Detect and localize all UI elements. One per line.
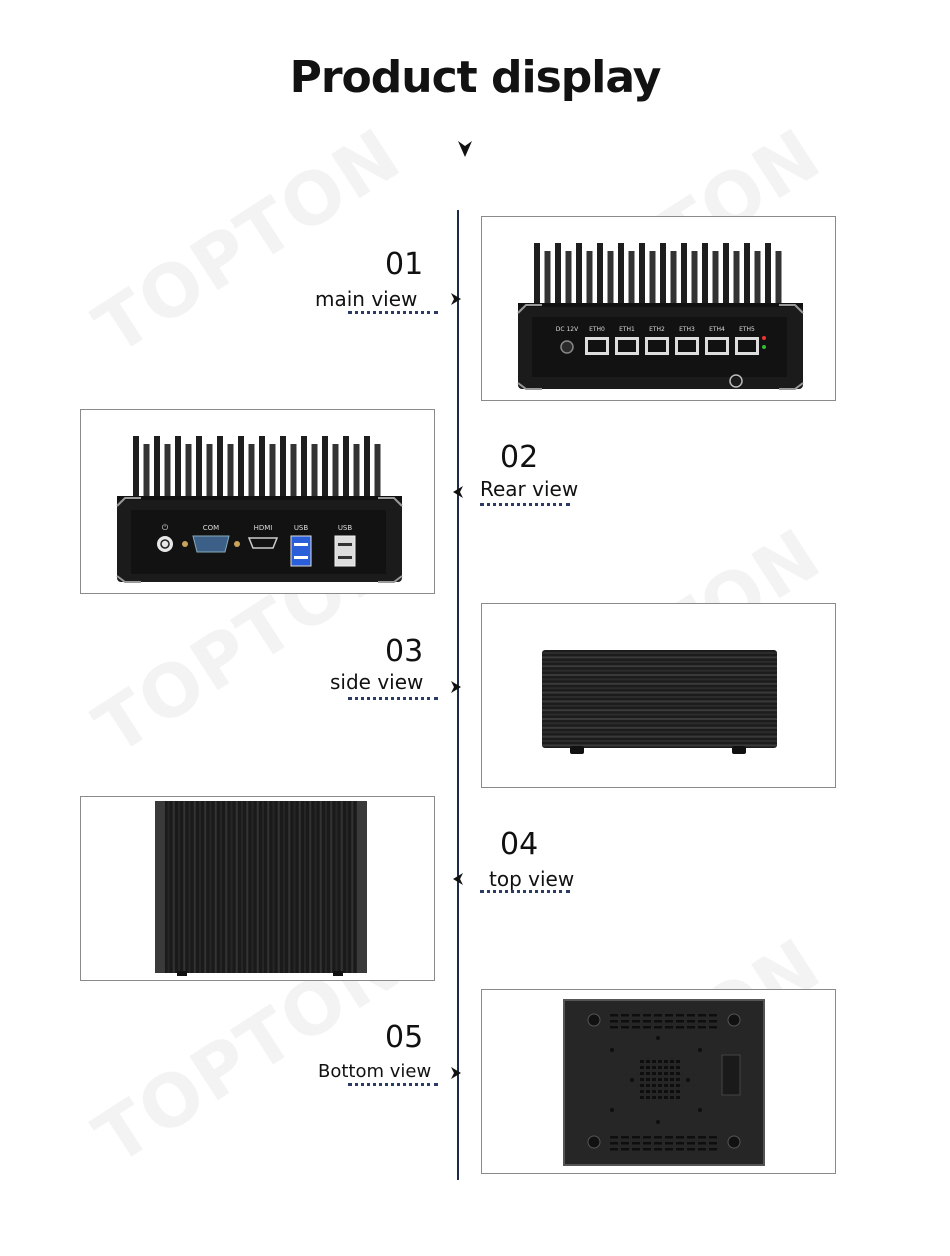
port-label: ETH2 bbox=[649, 326, 665, 333]
vent-grid bbox=[610, 1036, 702, 1124]
port-label: ETH3 bbox=[679, 326, 695, 333]
page-title: Product display bbox=[289, 52, 662, 103]
timeline-line bbox=[457, 210, 459, 1180]
step-number: 02 bbox=[500, 440, 539, 475]
bottom-view-photo bbox=[481, 989, 836, 1174]
watermark: TOPTON bbox=[80, 111, 416, 371]
main-view-photo: DC 12V ETH0 ETH1 ETH2 ETH3 ETH4 ETH5 bbox=[481, 216, 836, 401]
arrow-right-icon bbox=[451, 681, 461, 693]
port-labels: COM HDMI USB USB ⏻ bbox=[162, 523, 353, 532]
step-number: 05 bbox=[385, 1020, 424, 1055]
step-number: 01 bbox=[385, 247, 424, 282]
port-label: ETH0 bbox=[589, 326, 605, 333]
device-front-illustration: DC 12V ETH0 ETH1 ETH2 ETH3 ETH4 ETH5 bbox=[517, 243, 804, 390]
arrow-right-icon bbox=[451, 1067, 461, 1079]
step-number: 04 bbox=[500, 827, 539, 862]
step-number: 03 bbox=[385, 634, 424, 669]
port-label: ETH1 bbox=[619, 326, 635, 333]
port-label: HDMI bbox=[254, 524, 273, 532]
arrow-right-icon bbox=[451, 293, 461, 305]
step-label: top view bbox=[489, 867, 575, 891]
side-view-photo bbox=[481, 603, 836, 788]
dotted-underline bbox=[348, 1083, 438, 1086]
device-bottom-illustration bbox=[563, 999, 765, 1166]
port-label: ETH4 bbox=[709, 326, 725, 333]
step-label: side view bbox=[330, 670, 424, 694]
top-ribs bbox=[155, 801, 367, 973]
port-row: DC 12V ETH0 ETH1 ETH2 ETH3 ETH4 ETH5 bbox=[556, 326, 759, 355]
port-label: USB bbox=[294, 524, 309, 532]
rear-view-photo: COM HDMI USB USB ⏻ bbox=[80, 409, 435, 594]
top-view-photo bbox=[80, 796, 435, 981]
port-label: ETH5 bbox=[739, 326, 755, 333]
power-icon: ⏻ bbox=[162, 523, 169, 532]
port-label: COM bbox=[203, 524, 219, 532]
vent-slots bbox=[610, 1014, 717, 1151]
device-side-illustration bbox=[542, 650, 777, 754]
device-top-illustration bbox=[155, 801, 367, 976]
dotted-underline bbox=[348, 697, 438, 700]
arrow-left-icon bbox=[453, 873, 463, 885]
arrow-left-icon bbox=[453, 486, 463, 498]
port-label: USB bbox=[338, 524, 353, 532]
step-label: Rear view bbox=[480, 477, 579, 501]
dotted-underline bbox=[480, 503, 570, 506]
chevron-down-icon bbox=[458, 141, 472, 157]
device-rear-illustration: COM HDMI USB USB ⏻ bbox=[116, 436, 403, 583]
side-ribs bbox=[542, 652, 777, 747]
dotted-underline bbox=[480, 890, 570, 893]
step-label: Bottom view bbox=[318, 1061, 432, 1082]
port-label: DC 12V bbox=[556, 326, 579, 333]
step-label: main view bbox=[315, 287, 418, 311]
dotted-underline bbox=[348, 311, 438, 314]
